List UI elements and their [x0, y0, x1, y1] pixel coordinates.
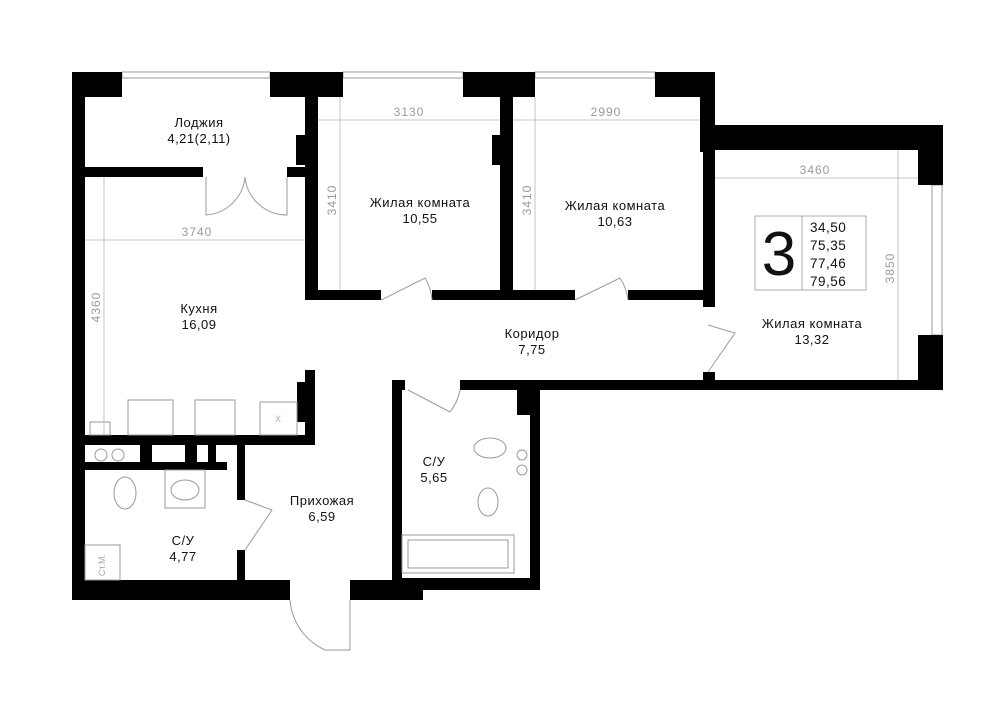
walls [72, 72, 943, 600]
room-area: 10,63 [597, 214, 632, 229]
wall [392, 380, 405, 390]
room-name: С/У [423, 454, 446, 469]
wall [237, 445, 245, 500]
apartment-summary: 3 34,50 75,35 77,46 79,56 [754, 215, 867, 291]
appliance-mark: X [275, 414, 281, 424]
wall [72, 72, 122, 97]
wall [432, 290, 575, 300]
window [534, 71, 656, 79]
wall [270, 72, 343, 97]
room-name: Прихожая [290, 493, 354, 508]
doors [205, 176, 736, 651]
wall [500, 97, 513, 300]
wall [287, 167, 307, 177]
room-bath2: С/У5,65 [420, 454, 447, 485]
room-name: Кухня [180, 301, 217, 316]
window [342, 71, 464, 79]
wall [463, 72, 535, 97]
wall [703, 372, 715, 384]
wall [185, 445, 197, 465]
wall [305, 370, 315, 445]
wall [296, 135, 308, 165]
room-area: 10,55 [402, 211, 437, 226]
dim-bedroom3-w: 3460 [800, 163, 831, 177]
room-name: С/У [172, 533, 195, 548]
area-living: 34,50 [810, 220, 846, 235]
wall [703, 97, 715, 307]
rooms-count: 3 [762, 220, 796, 289]
wall [72, 167, 203, 177]
dim-bedroom1-w: 3130 [394, 105, 425, 119]
wall [530, 415, 540, 590]
room-name: Лоджия [174, 115, 223, 130]
dim-bedroom1-h: 3410 [325, 185, 339, 216]
room-area: 5,65 [420, 470, 447, 485]
wall [628, 290, 708, 300]
wall [460, 380, 943, 390]
wall [460, 380, 540, 390]
dim-bedroom2-h: 3410 [520, 185, 534, 216]
room-name: Жилая комната [565, 198, 666, 213]
wall [305, 290, 381, 300]
wall [350, 580, 395, 600]
dim-kitchen-h: 4360 [89, 292, 103, 323]
window [121, 71, 271, 79]
room-area: 7,75 [518, 342, 545, 357]
fixtures [84, 399, 528, 581]
room-name: Жилая комната [370, 195, 471, 210]
dimension-lines: 3130 2990 3460 3740 3410 3410 3850 4360 [85, 97, 918, 435]
room-area: 4,77 [169, 549, 196, 564]
wall [918, 125, 943, 185]
room-name: Коридор [505, 326, 560, 341]
dim-kitchen-w: 3740 [182, 225, 213, 239]
wall [208, 445, 216, 465]
wall [305, 97, 318, 300]
wall [400, 578, 540, 590]
area-total: 75,35 [810, 238, 846, 253]
wall [72, 435, 315, 445]
wall [393, 590, 423, 600]
room-bath1: С/У4,77 [169, 533, 196, 564]
wall [140, 445, 152, 465]
room-area: 13,32 [794, 332, 829, 347]
window [931, 184, 943, 336]
wall [237, 550, 245, 585]
area-with-loggia-full: 79,56 [810, 274, 846, 289]
area-with-loggia-reduced: 77,46 [810, 256, 846, 271]
wall [72, 445, 82, 470]
dim-bedroom3-h: 3850 [883, 253, 897, 284]
wall [700, 125, 943, 150]
wall [517, 390, 540, 415]
wall [72, 462, 227, 470]
wall [392, 380, 402, 590]
wall [492, 135, 502, 165]
room-area: 4,21(2,11) [167, 131, 230, 146]
wall [72, 72, 85, 600]
room-area: 6,59 [308, 509, 335, 524]
wall [297, 382, 307, 422]
room-area: 16,09 [181, 317, 216, 332]
riser-label: Ст.М. [97, 554, 107, 576]
wall [72, 580, 290, 600]
room-name: Жилая комната [762, 316, 863, 331]
dim-bedroom2-w: 2990 [591, 105, 622, 119]
